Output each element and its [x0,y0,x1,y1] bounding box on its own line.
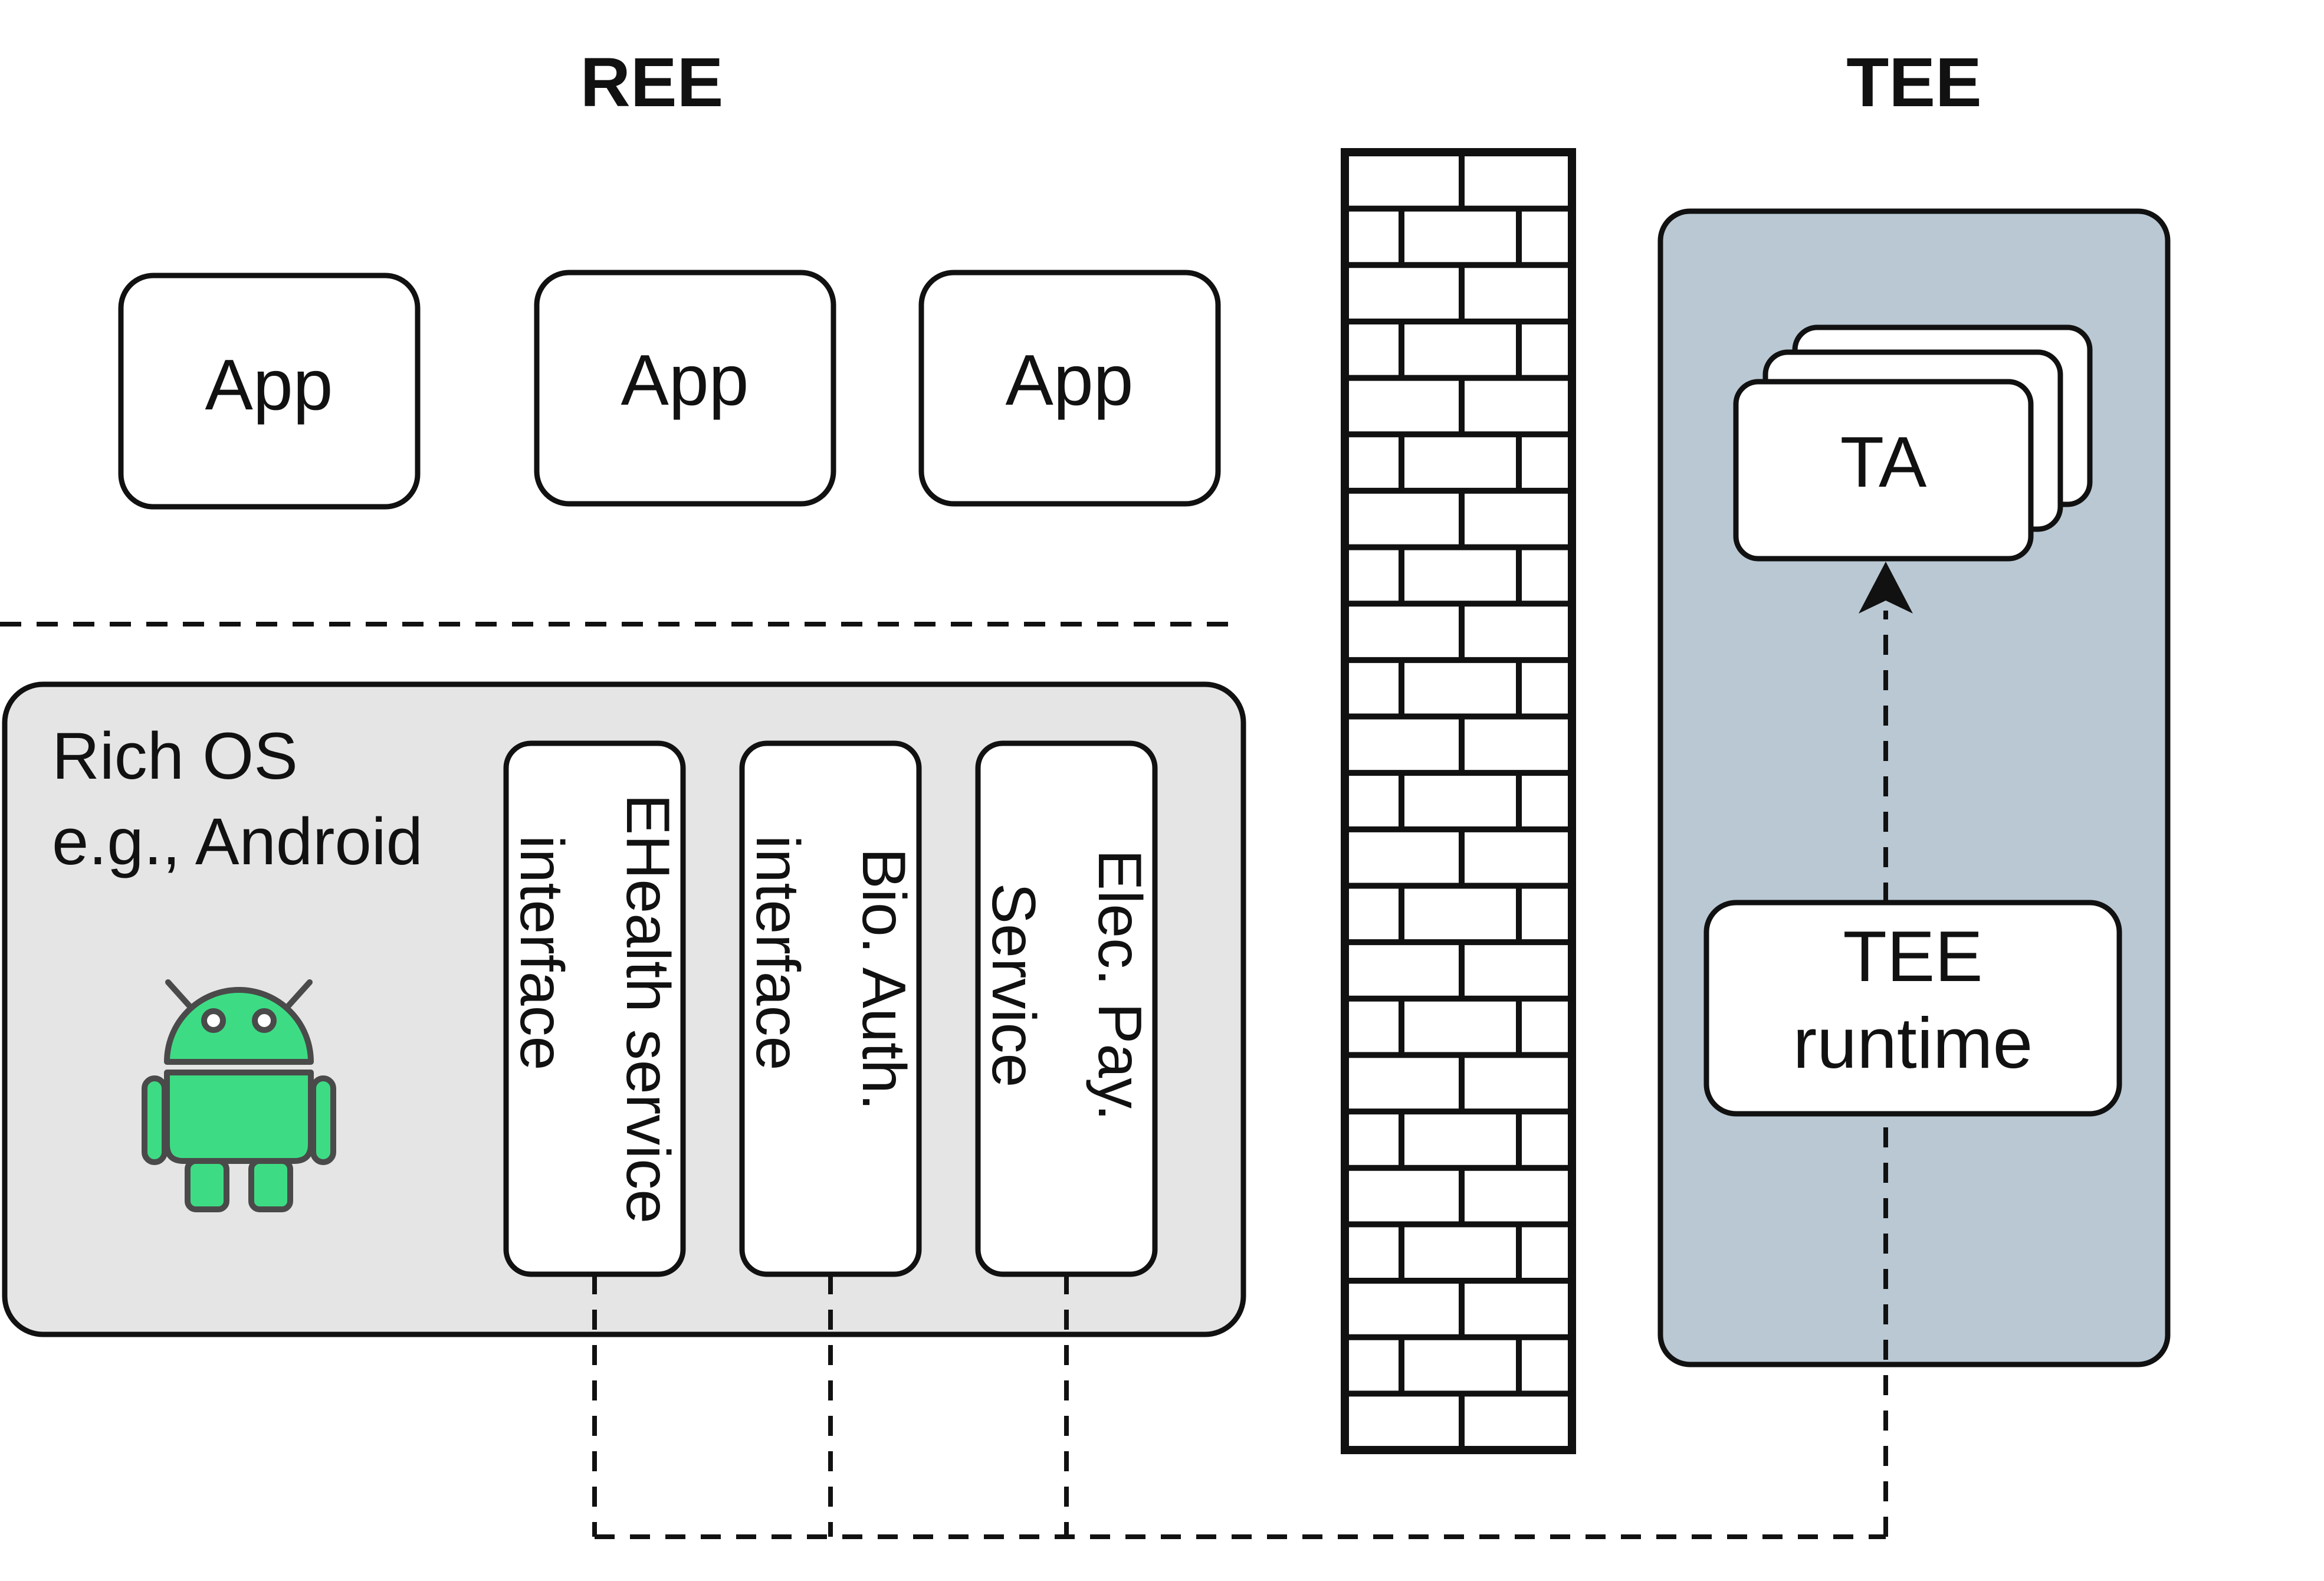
ta-label: TA [1840,422,1927,502]
arrowhead-icon [1859,562,1913,614]
app-label: App [1005,340,1133,420]
app-label: App [621,340,749,420]
runtime-to-ta-arrow [1859,562,1913,903]
service-label-line2: interface [743,835,812,1071]
ree-heading: REE [580,44,724,122]
rich-os-label: Rich OS [52,719,298,793]
tee-heading: TEE [1846,44,1982,122]
tee-runtime-label-line2: runtime [1793,1003,2033,1083]
tee-runtime-label-line1: TEE [1843,916,1982,996]
service-label-line1: Bio. Auth. [849,848,918,1110]
service-to-runtime-connectors [592,1114,1888,1539]
service-label-line2: interface [507,835,576,1071]
service-label-line1: Elec. Pay. [1085,849,1154,1121]
app-box-2: App [534,270,836,507]
service-box-bio-auth: Bio. Auth. interface [739,740,922,1277]
app-box-1: App [118,273,421,510]
tee-runtime-box: TEE runtime [1703,900,2122,1117]
app-label: App [205,345,333,425]
app-box-3: App [918,270,1221,507]
service-label-line1: EHealth service [613,794,682,1224]
brick-wall-icon [1341,148,1576,1454]
trusted-app-stack: TA [1733,324,2093,562]
service-label-line2: Service [979,883,1048,1088]
rich-os-example: e.g., Android [52,805,423,878]
android-robot-icon [142,979,336,1212]
service-box-ehealth: EHealth service interface [503,740,686,1277]
service-box-elec-pay: Elec. Pay. Service [975,740,1158,1277]
